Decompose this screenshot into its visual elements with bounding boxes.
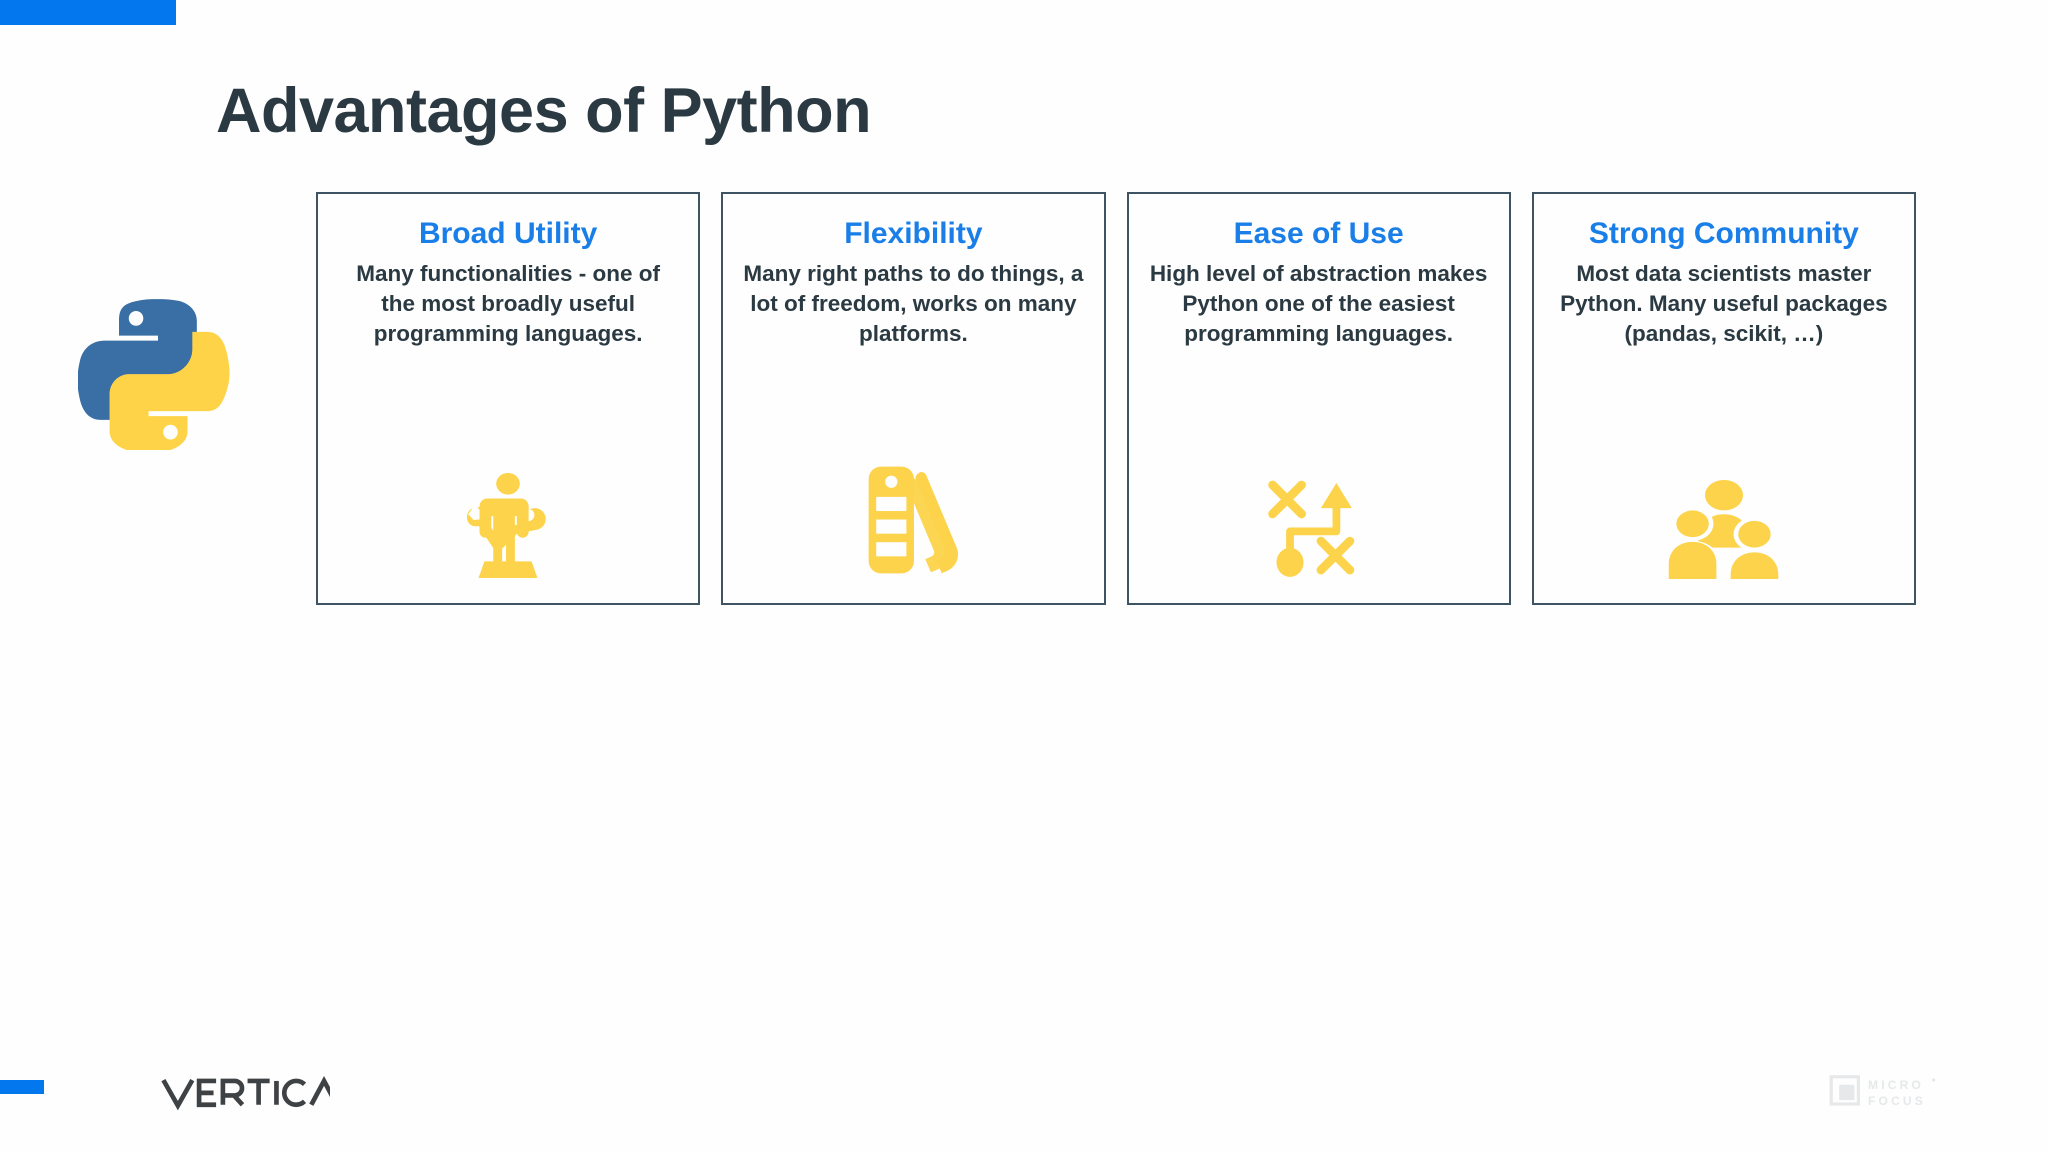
card-body: Most data scientists master Python. Many… [1560, 261, 1888, 346]
strategy-path-icon [1129, 449, 1509, 579]
person-with-tools-icon [318, 449, 698, 579]
card-title: Broad Utility [418, 217, 598, 250]
card-body: Many functionalities - one of the most b… [356, 261, 660, 346]
advantage-card-flexibility[interactable]: Flexibility Many right paths to do thing… [721, 192, 1106, 605]
vertica-logo: VERTICA [160, 1072, 339, 1112]
svg-text:FOCUS: FOCUS [1868, 1094, 1926, 1108]
microfocus-logo: MICRO FOCUS MICRO FOCUS [1828, 1072, 1956, 1112]
top-accent-bar [0, 0, 176, 25]
page-title: Advantages of Python [216, 76, 872, 146]
advantage-card-broad-utility[interactable]: Broad Utility Many functionalities - one… [316, 192, 701, 605]
advantage-card-list: Broad Utility Many functionalities - one… [316, 192, 1916, 605]
python-logo [77, 290, 238, 454]
color-swatch-fan-icon [723, 449, 1103, 579]
advantage-card-ease-of-use[interactable]: Ease of Use High level of abstraction ma… [1126, 192, 1511, 605]
card-body: High level of abstraction makes Python o… [1149, 261, 1488, 346]
footer-accent-bar [0, 1080, 44, 1094]
card-body: Many right paths to do things, a lot of … [743, 261, 1084, 346]
card-title: Strong Community [1588, 217, 1859, 250]
card-title: Flexibility [844, 217, 983, 250]
svg-text:MICRO: MICRO [1868, 1078, 1924, 1092]
advantage-card-strong-community[interactable]: Strong Community Most data scientists ma… [1531, 192, 1916, 605]
card-title: Ease of Use [1233, 217, 1404, 250]
group-of-people-icon [1534, 449, 1914, 579]
